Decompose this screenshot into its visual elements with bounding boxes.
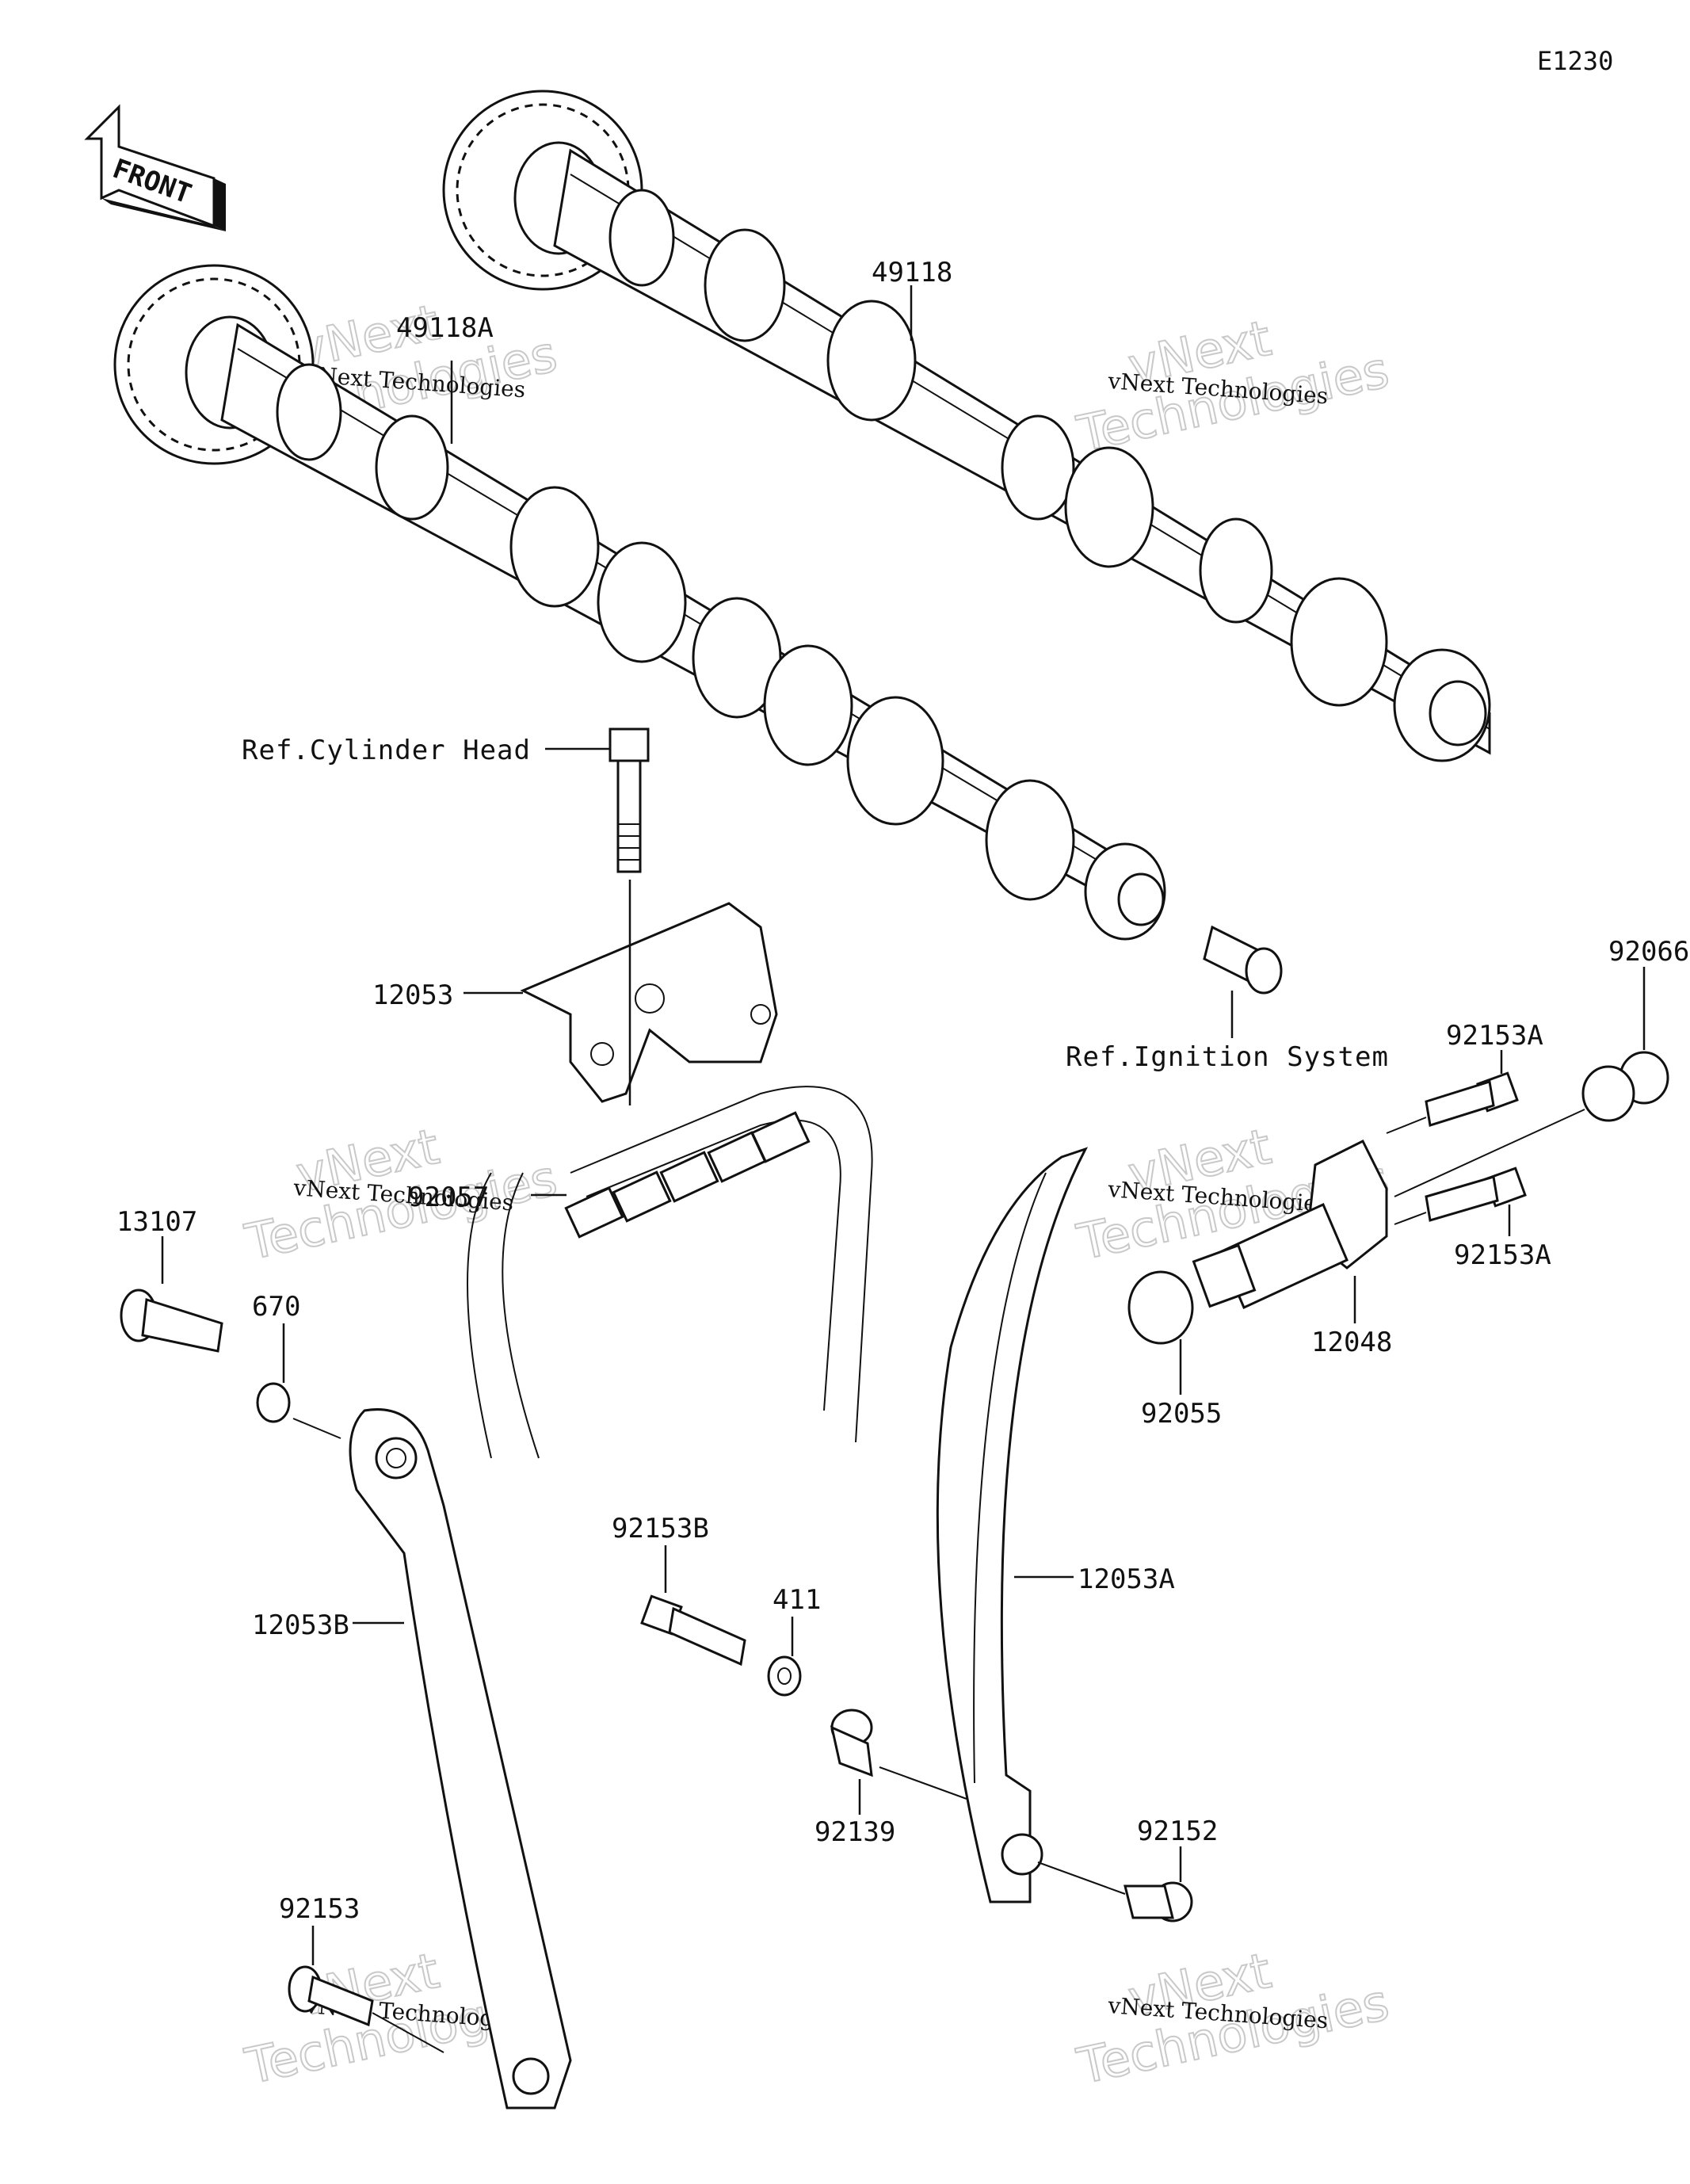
label-92152: 92152 <box>1137 1816 1218 1847</box>
part-92153A-bolt-top <box>1425 1071 1519 1127</box>
part-12053A-guide <box>936 1147 1089 1903</box>
cylinder-head-bolt <box>608 727 650 873</box>
camshaft-49118A <box>113 264 1283 995</box>
part-13107-bolt <box>120 1289 223 1353</box>
part-12048-tensioner <box>1192 1139 1388 1310</box>
label-49118: 49118 <box>872 257 952 288</box>
label-92066: 92066 <box>1608 936 1689 968</box>
ref-ignition-system: Ref.Ignition System <box>1066 1041 1389 1073</box>
label-12048: 12048 <box>1311 1327 1392 1358</box>
part-12053-guide <box>520 902 778 1103</box>
label-49118A: 49118A <box>396 312 494 344</box>
label-13107: 13107 <box>116 1206 197 1238</box>
part-12053B-guide <box>349 1408 572 2110</box>
diagram-code: E1230 <box>1537 46 1613 76</box>
label-92153A-top: 92153A <box>1446 1020 1543 1052</box>
part-92153B-bolt <box>640 1594 746 1667</box>
part-92066-cap <box>1581 1051 1669 1122</box>
part-411-washer <box>767 1655 802 1697</box>
label-92153B: 92153B <box>612 1513 709 1544</box>
part-92153A-bolt-bottom <box>1425 1166 1527 1222</box>
ref-cylinder-head: Ref.Cylinder Head <box>242 735 531 766</box>
part-92153-bolt <box>288 1965 374 2027</box>
part-92152-collar <box>1123 1881 1193 1922</box>
label-12053: 12053 <box>372 979 453 1011</box>
camshaft-49118 <box>442 90 1491 762</box>
label-12053B: 12053B <box>252 1609 349 1641</box>
label-92153: 92153 <box>279 1893 360 1925</box>
label-670: 670 <box>252 1291 300 1323</box>
cam-chain-92057 <box>467 1086 873 1459</box>
part-92139-collar <box>830 1709 873 1777</box>
label-92057: 92057 <box>408 1182 489 1213</box>
front-arrow-icon: FRONT <box>84 104 226 231</box>
label-92055: 92055 <box>1141 1398 1222 1430</box>
label-92153A-bottom: 92153A <box>1454 1239 1551 1271</box>
label-92139: 92139 <box>814 1816 895 1848</box>
label-12053A: 12053A <box>1078 1564 1175 1595</box>
label-411: 411 <box>773 1584 821 1616</box>
part-92055-oring <box>1127 1270 1194 1345</box>
chain-links <box>564 1111 811 1239</box>
part-670-oring <box>256 1382 291 1423</box>
